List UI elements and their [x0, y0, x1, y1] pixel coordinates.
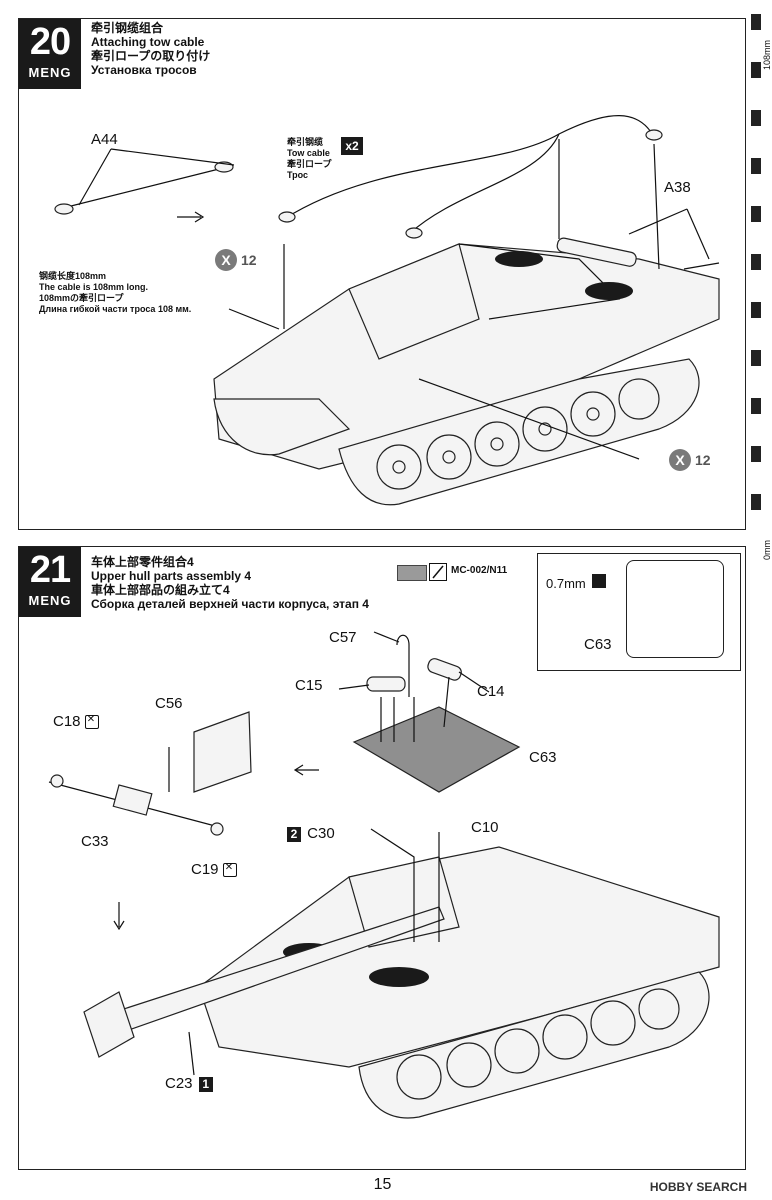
brand-logo: MENG [19, 593, 81, 608]
title-zh: 车体上部零件组合4 [91, 555, 194, 569]
step-21-drawing [48, 631, 720, 1119]
title-en: Upper hull parts assembly 4 [91, 569, 252, 583]
tow-cable-ja: 牽引ロープ [287, 159, 332, 169]
watermark-logo: HOBBY SEARCH [649, 1180, 747, 1194]
no-glue-icon [222, 862, 237, 878]
c63-plate-diagram [626, 560, 724, 658]
part-c30-label: 2 C30 [285, 825, 335, 842]
repeat-count: 12 [241, 252, 257, 268]
step-21-badge: 21 MENG [19, 547, 81, 617]
step-21-titles: 车体上部零件组合4 Upper hull parts assembly 4 車体… [91, 555, 369, 611]
drill-size-label: 0.7mm [546, 576, 586, 591]
step-20-drawing [54, 115, 720, 506]
length-ru: Длина гибкой части троса 108 мм. [39, 304, 192, 314]
title-ru: Сборка деталей верхней части корпуса, эт… [91, 597, 369, 611]
paint-code: MC-002/N11 [451, 565, 508, 576]
scale-ruler [747, 14, 761, 1158]
length-en: The cable is 108mm long. [39, 282, 149, 292]
part-label: C30 [307, 825, 335, 842]
step-number: 21 [29, 549, 71, 591]
quantity-badge: x2 [341, 137, 363, 155]
step-21-panel: 21 MENG 车体上部零件组合4 Upper hull parts assem… [18, 546, 746, 1170]
repeat-count: 12 [695, 452, 711, 468]
drill-detail-inset: 0.7mm C63 [537, 553, 741, 671]
repeat-x-icon: X [215, 249, 237, 271]
step-marker: 2 [287, 827, 301, 842]
part-label: C14 [477, 683, 505, 700]
part-c19-label: C19 [191, 861, 237, 878]
tow-cable-ru: Трос [287, 170, 309, 180]
part-label: C33 [81, 833, 109, 850]
title-ja: 牽引ロープの取り付け [91, 49, 211, 63]
page-number: 15 [373, 1176, 392, 1193]
step-20-titles: 牵引钢缆组合 Attaching tow cable 牽引ロープの取り付け Ус… [91, 21, 210, 77]
part-label: C10 [471, 819, 499, 836]
step-20-panel: 20 MENG 牵引钢缆组合 Attaching tow cable 牽引ロープ… [18, 18, 746, 530]
brand-logo: MENG [19, 65, 81, 80]
part-c23-label: C23 1 [165, 1075, 215, 1092]
part-c18-label: C18 [53, 713, 99, 730]
part-label: C23 [165, 1075, 193, 1092]
ruler-top-label: 108mm [762, 40, 772, 71]
tow-cable-label: 牵引钢缆 Tow cable 牽引ロープ Трос [287, 137, 331, 181]
part-label: C63 [529, 749, 557, 766]
tow-cable-en: Tow cable [287, 148, 330, 158]
title-ru: Установка тросов [91, 63, 197, 77]
paint-brush-icon [429, 563, 447, 581]
step-20-badge: 20 MENG [19, 19, 81, 89]
paint-swatch [397, 565, 427, 581]
step-number: 20 [29, 21, 71, 63]
no-glue-icon [84, 714, 99, 730]
part-label: C63 [584, 636, 612, 653]
ruler-bottom-label: 0mm [762, 540, 772, 560]
part-label: C57 [329, 629, 357, 646]
tow-cable-zh: 牵引钢缆 [287, 137, 324, 147]
part-label: C56 [155, 695, 183, 712]
repeat-x-icon: X [669, 449, 691, 471]
part-label: C15 [295, 677, 323, 694]
part-label: C19 [191, 861, 219, 878]
part-a44-label: A44 [91, 131, 118, 148]
title-ja: 車体上部部品の組み立て4 [91, 583, 230, 597]
length-ja: 108mmの牽引ロープ [39, 293, 124, 303]
length-zh: 钢缆长度108mm [39, 271, 107, 281]
part-label: C18 [53, 713, 81, 730]
title-en: Attaching tow cable [91, 35, 205, 49]
drill-icon [592, 574, 606, 588]
title-zh: 牵引钢缆组合 [91, 21, 164, 35]
step-marker: 1 [198, 1077, 213, 1092]
cable-length-note: 钢缆长度108mm The cable is 108mm long. 108mm… [39, 271, 191, 315]
part-a38-label: A38 [664, 179, 691, 196]
